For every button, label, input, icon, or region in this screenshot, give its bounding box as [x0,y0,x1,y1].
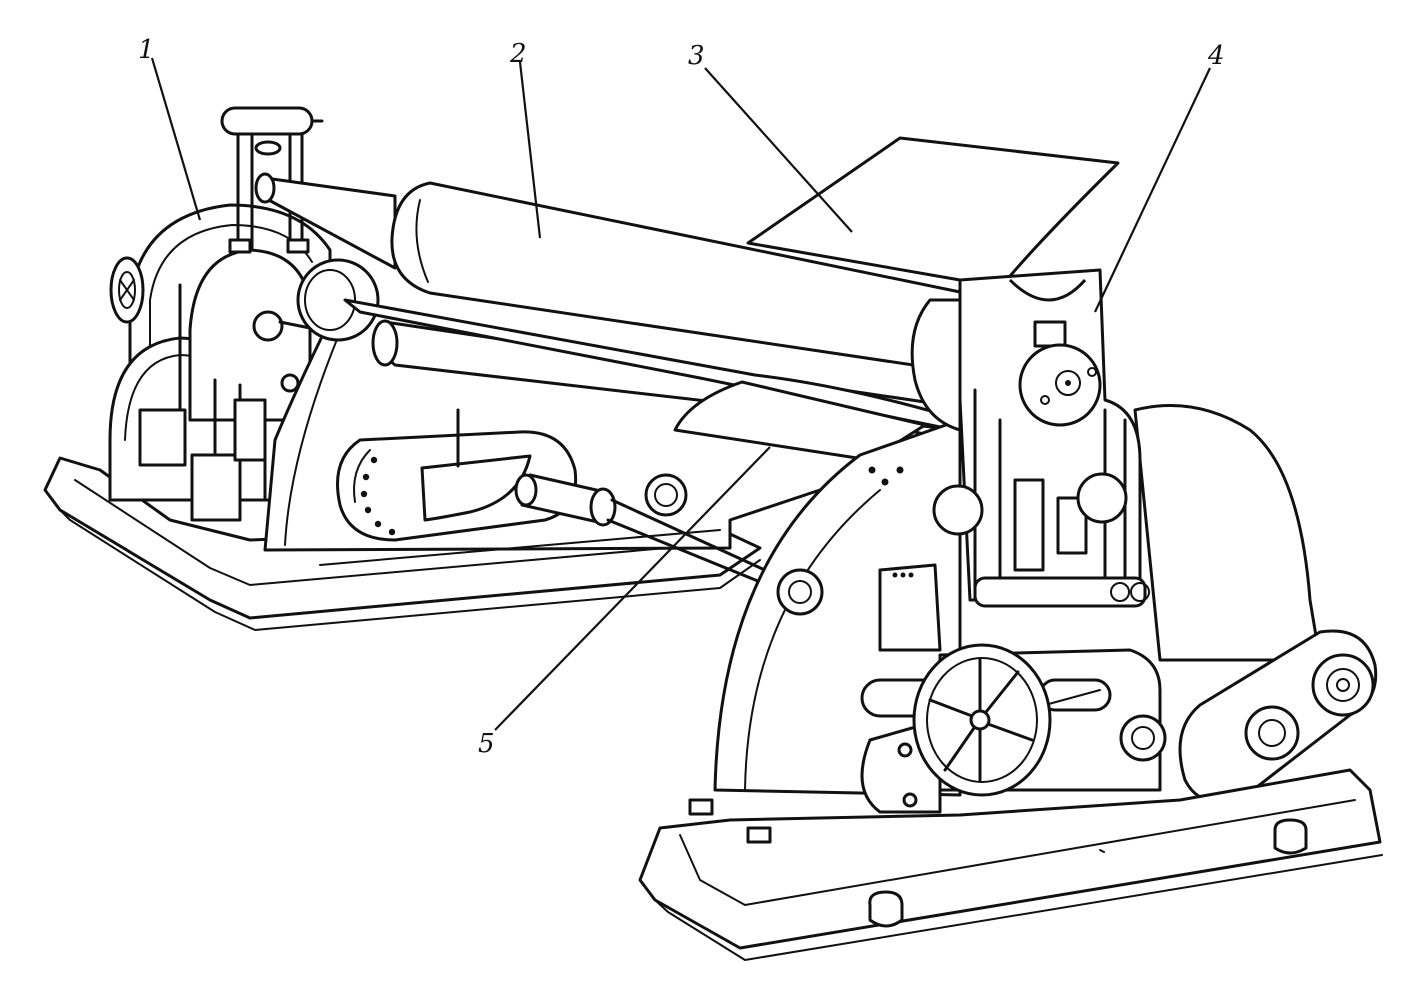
label-1: 1 [138,35,155,65]
hand-wheel [912,643,1052,797]
label-3: 3 [688,41,705,71]
right-housing [910,268,1150,608]
sheet-workpiece [343,136,1120,462]
piston-rod [514,473,782,592]
label-5: 5 [478,729,495,759]
belt-drive [1178,629,1378,804]
part-labels: 1 2 3 4 5 [138,35,1225,759]
leader-4 [1094,67,1211,313]
label-4: 4 [1207,41,1225,71]
leader-1 [150,57,202,221]
left-roll-bearing [296,258,380,342]
label-2: 2 [509,39,527,69]
upper-roll [254,172,962,374]
hydraulic-slot [336,408,578,542]
right-base [638,768,1383,961]
leader-5 [494,446,771,731]
leader-2 [518,61,542,239]
leader-3 [704,67,853,233]
